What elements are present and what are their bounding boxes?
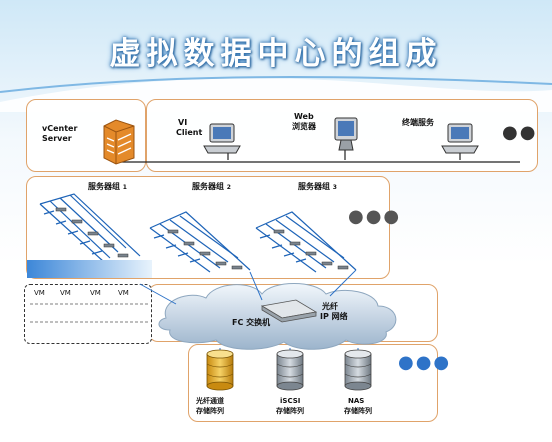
vm-lines <box>30 303 148 323</box>
vm-group <box>24 284 152 344</box>
storage-fc-line2: 存储阵列 <box>196 407 224 415</box>
vcenter-label-line1: vCenter <box>42 124 78 133</box>
database-icon <box>206 349 234 391</box>
server-group-2-label: 服务器组 2 <box>192 182 231 191</box>
vi-client-label-line2: Client <box>176 128 203 137</box>
server-rack-group-2 <box>149 211 251 273</box>
vm-label: VM <box>60 289 71 297</box>
storage-nas-line2: 存储阵列 <box>344 407 372 415</box>
server-blades <box>55 207 349 270</box>
vm-label: VM <box>34 289 45 297</box>
fc-switch-icon <box>260 299 318 323</box>
monitor-icon <box>203 123 241 154</box>
storage-nas-line1: NAS <box>348 397 365 405</box>
server-group-1-label: 服务器组 1 <box>88 182 127 191</box>
ip-network-label-line1: 光纤 <box>322 302 338 311</box>
monitor-icon <box>441 123 479 154</box>
vm-label: VM <box>90 289 101 297</box>
storage-fc-line1: 光纤通道 <box>196 397 224 405</box>
monitor-icon <box>334 117 358 151</box>
server-icon <box>103 119 135 165</box>
web-label-line1: Web <box>294 112 314 121</box>
server-rack-group-1 <box>39 193 141 263</box>
page-title: 虚拟数据中心的组成 <box>109 36 443 72</box>
server-rack-group-3 <box>255 211 357 273</box>
database-icon <box>344 349 372 391</box>
server-more-dots: ●●● <box>348 206 402 227</box>
storage-iscsi-line1: iSCSI <box>280 397 301 405</box>
vcenter-label-line2: Server <box>42 134 72 143</box>
server-group-3-label: 服务器组 3 <box>298 182 337 191</box>
storage-iscsi-line2: 存储阵列 <box>276 407 304 415</box>
more-dots: ●● <box>502 122 538 143</box>
vm-label: VM <box>118 289 129 297</box>
highlight-bar <box>27 260 152 278</box>
san-links <box>139 269 357 305</box>
storage-more-dots: ●●● <box>398 352 452 373</box>
ip-network-label-line2: IP 网络 <box>320 312 348 321</box>
fc-switch-label: FC 交换机 <box>232 318 271 327</box>
web-label-line2: 浏览器 <box>292 122 316 131</box>
database-icon <box>276 349 304 391</box>
vi-client-label-line1: VI <box>178 118 188 127</box>
terminal-label: 终端服务 <box>402 118 434 127</box>
